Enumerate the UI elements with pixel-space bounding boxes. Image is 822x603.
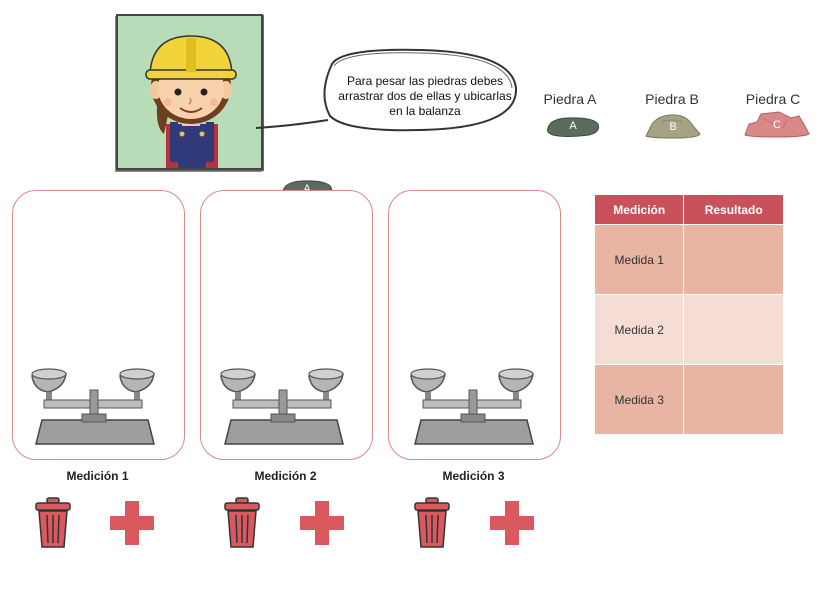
- plus-icon: [490, 501, 534, 545]
- add-button-3[interactable]: [488, 499, 536, 552]
- add-button-1[interactable]: [108, 499, 156, 552]
- trash-icon: [224, 497, 260, 548]
- worker-character-illustration: [145, 35, 237, 168]
- measurement-caption-3: Medición 3: [442, 469, 505, 483]
- trash-icon: [414, 497, 450, 548]
- plus-icon: [110, 501, 154, 545]
- stone-a-label: Piedra A: [543, 91, 597, 107]
- header-medicion: Medición: [593, 194, 685, 225]
- balance-scale-2: [215, 364, 355, 451]
- stone-b-letter: B: [669, 121, 677, 133]
- stone-c-shape: [744, 111, 810, 138]
- results-table: Medición Resultado Medida 1 Medida 2 Med…: [593, 194, 784, 435]
- balance-scale-icon: [31, 368, 155, 445]
- trash-icon: [35, 497, 71, 548]
- balance-scale-1: [26, 364, 166, 451]
- row-result: [683, 364, 784, 435]
- row-result: [683, 294, 784, 365]
- balance-scale-icon: [220, 368, 344, 445]
- row-label: Medida 3: [593, 364, 685, 435]
- instruction-text: Para pesar las piedras debes arrastrar d…: [338, 74, 512, 118]
- trash-button-1[interactable]: [34, 497, 72, 554]
- table-row: Medida 1: [593, 224, 784, 295]
- table-row: Medida 3: [593, 364, 784, 435]
- balance-scale-3: [405, 364, 545, 451]
- stone-c-letter: C: [773, 119, 781, 131]
- table-row: Medida 2: [593, 294, 784, 365]
- stone-a-letter: A: [569, 120, 577, 132]
- trash-button-3[interactable]: [413, 497, 451, 554]
- trash-button-2[interactable]: [223, 497, 261, 554]
- stone-c-label: Piedra C: [745, 91, 801, 107]
- stone-a-shape: [547, 117, 600, 137]
- dragged-stone-letter: A: [303, 183, 311, 195]
- row-label: Medida 1: [593, 224, 685, 295]
- speech-bubble: Para pesar las piedras debes arrastrar d…: [250, 44, 530, 144]
- stone-c[interactable]: C: [743, 110, 811, 138]
- balance-scale-icon: [410, 368, 534, 445]
- stone-b-shape: [645, 114, 701, 139]
- speech-bubble-shape: [255, 48, 518, 132]
- measurement-caption-1: Medición 1: [66, 469, 129, 483]
- row-label: Medida 2: [593, 294, 685, 365]
- stone-b[interactable]: B: [644, 112, 702, 139]
- plus-icon: [300, 501, 344, 545]
- stone-b-label: Piedra B: [645, 91, 699, 107]
- row-result: [683, 224, 784, 295]
- measurement-caption-2: Medición 2: [254, 469, 317, 483]
- add-button-2[interactable]: [298, 499, 346, 552]
- results-table-header: Medición Resultado: [593, 194, 784, 225]
- stone-a[interactable]: A: [545, 116, 601, 138]
- character-panel: [116, 14, 263, 170]
- header-resultado: Resultado: [683, 194, 784, 225]
